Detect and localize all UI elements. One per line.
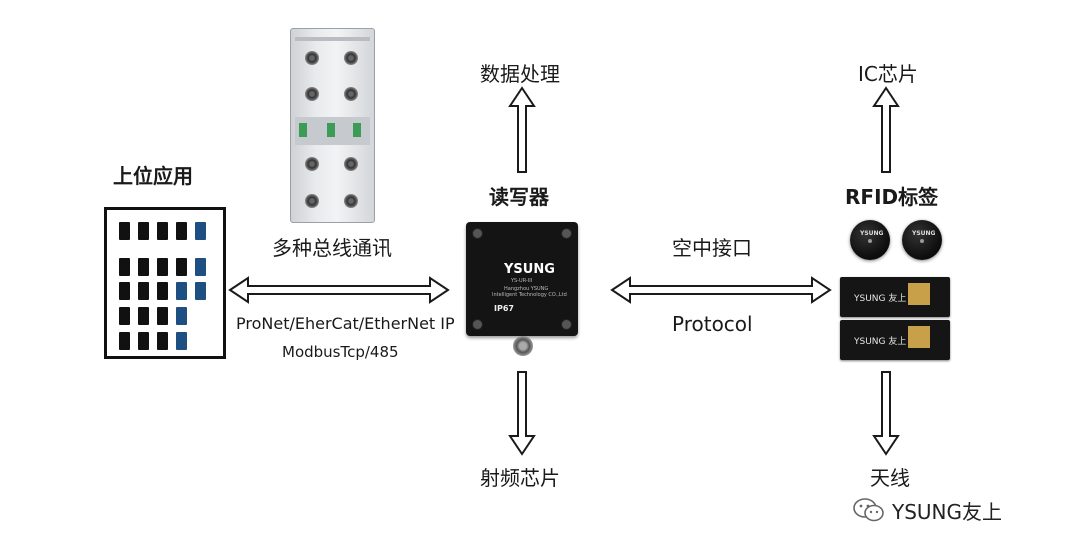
rf-chip-label: 射频芯片 [480, 466, 560, 490]
data-processing-label: 数据处理 [480, 62, 560, 86]
reader-up-arrow [508, 86, 536, 173]
protocol-label: Protocol [672, 312, 753, 336]
building-icon [104, 207, 226, 359]
protocols-line2: ModbusTcp/485 [282, 343, 399, 361]
reader-brand: YSUNG [504, 262, 555, 277]
rfid-tag-label: RFID标签 [845, 185, 939, 209]
bus-label: 多种总线通讯 [272, 236, 392, 260]
tag-up-arrow [872, 86, 900, 173]
reader-maker-line2: Intelligent Technology CO.,Ltd [492, 292, 567, 298]
reader-maker-line1: Hangzhou YSUNG [504, 286, 549, 292]
reader-model: YS-UR-III [511, 278, 533, 284]
wechat-icon [852, 497, 886, 523]
reader-connector [513, 336, 533, 356]
coin-tag-1: YSUNG [850, 220, 890, 260]
coin-tag-2: YSUNG [902, 220, 942, 260]
card-tag-2: YSUNG 友上 [840, 320, 950, 360]
footer-brand: YSUNG友上 [892, 500, 1003, 524]
card-tag-1: YSUNG 友上 [840, 277, 950, 317]
reader-ip-rating: IP67 [494, 304, 514, 313]
bus-double-arrow [228, 276, 450, 304]
air-double-arrow [610, 276, 832, 304]
bus-switch-module [290, 28, 375, 223]
reader-down-arrow [508, 371, 536, 456]
host-label: 上位应用 [113, 164, 193, 188]
tag-down-arrow [872, 371, 900, 456]
air-interface-label: 空中接口 [672, 236, 752, 260]
ic-chip-label: IC芯片 [858, 62, 918, 86]
protocols-line1: ProNet/EherCat/EtherNet IP [236, 314, 455, 333]
rfid-reader-device: YSUNG YS-UR-III Hangzhou YSUNG Intellige… [466, 222, 578, 336]
reader-label: 读写器 [489, 185, 549, 209]
antenna-label: 天线 [870, 466, 910, 490]
